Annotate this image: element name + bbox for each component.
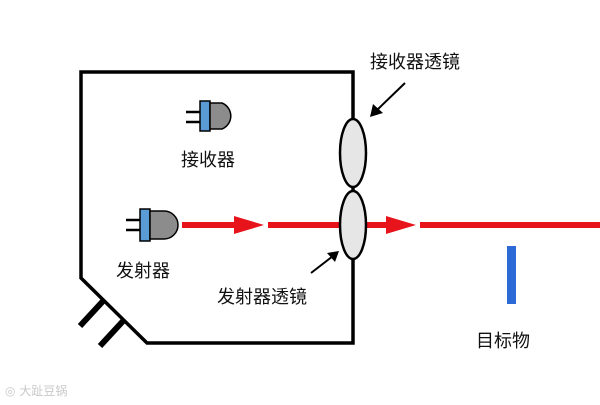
emitter-led-icon xyxy=(126,208,179,242)
receiver-label: 接收器 xyxy=(181,150,235,171)
emitter-lens xyxy=(338,189,368,261)
emitter-lens-pointer xyxy=(310,251,339,274)
receiver-lens-label: 接收器透镜 xyxy=(370,52,460,73)
target-object xyxy=(507,246,516,304)
receiver-lens-pointer xyxy=(370,82,406,117)
mounting-feet xyxy=(77,297,127,349)
sensor-housing xyxy=(79,70,355,345)
receiver-lens xyxy=(338,117,368,189)
watermark-logo-icon: ◎ xyxy=(5,384,16,398)
receiver-led-icon xyxy=(186,100,232,132)
emitter-label: 发射器 xyxy=(116,261,170,282)
emitter-lens-label: 发射器透镜 xyxy=(217,287,307,308)
watermark-text: 大趾豆锅 xyxy=(19,384,68,398)
light-beam xyxy=(182,216,600,234)
watermark: ◎ 大趾豆锅 xyxy=(5,382,67,399)
target-label: 目标物 xyxy=(476,331,530,352)
